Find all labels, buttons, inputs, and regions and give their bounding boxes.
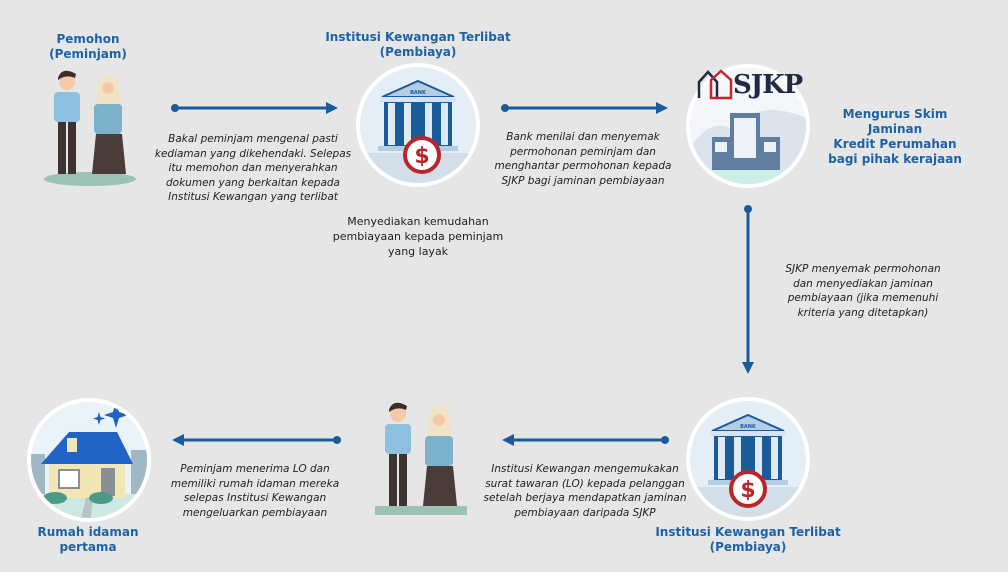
bank-bottom-title: Institusi Kewangan Terlibat (Pembiaya) xyxy=(648,525,848,555)
text-line: Kredit Perumahan xyxy=(833,137,957,151)
text-line: Bank menilai dan menyemak xyxy=(506,131,660,143)
text-line: Menyediakan kemudahan xyxy=(347,215,489,228)
arrow-step-2 xyxy=(500,100,670,116)
text-line: surat tawaran (LO) kepada pelanggan xyxy=(485,477,685,490)
text-line: setelah berjaya mendapatkan jaminan xyxy=(483,492,687,504)
title-line: Rumah idaman xyxy=(37,525,139,539)
arrow-step-4 xyxy=(500,432,670,448)
text-line: mengeluarkan pembiayaan xyxy=(182,506,328,519)
text-line: permohonan peminjam dan xyxy=(510,145,656,158)
house-illustration xyxy=(27,398,151,522)
step-5-description: Peminjam menerima LO dan memiliki rumah … xyxy=(155,462,355,520)
title-line: pertama xyxy=(59,540,117,554)
couple-illustration xyxy=(373,398,469,518)
title-line: (Pembiaya) xyxy=(709,540,787,554)
sjkp-note: Mengurus Skim Jaminan Kredit Perumahan b… xyxy=(815,107,975,167)
step-4-description: Institusi Kewangan mengemukakan surat ta… xyxy=(475,462,695,520)
sjkp-building-illustration xyxy=(686,64,810,188)
text-line: kediaman yang dikehendaki. Selepas xyxy=(154,147,352,160)
text-line: bagi pihak kerajaan xyxy=(828,152,962,166)
step-3-description: SJKP menyemak permohonan dan menyediakan… xyxy=(768,262,958,320)
text-line: memiliki rumah idaman mereka xyxy=(170,477,340,490)
couple-illustration xyxy=(42,66,138,186)
title-line: Institusi Kewangan Terlibat xyxy=(325,30,511,44)
house-title: Rumah idaman pertama xyxy=(18,525,158,555)
sjkp-logo: SJKP xyxy=(697,66,805,102)
bank-sign: BANK xyxy=(410,90,427,96)
text-line: pembiayaan kepada peminjam xyxy=(332,230,504,243)
text-line: itu memohon dan menyerahkan xyxy=(168,162,338,174)
text-line: dokumen yang berkaitan kepada xyxy=(166,176,340,189)
text-line: Institusi Kewangan mengemukakan xyxy=(491,463,679,475)
text-line: dan menyediakan jaminan xyxy=(793,277,933,290)
step-2-description: Bank menilai dan menyemak permohonan pem… xyxy=(483,130,683,188)
text-line: Institusi Kewangan yang terlibat xyxy=(168,191,338,203)
step-1-description: Bakal peminjam mengenal pasti kediaman y… xyxy=(148,132,358,205)
svg-text:$: $ xyxy=(740,478,755,503)
title-line: Institusi Kewangan Terlibat xyxy=(655,525,841,539)
text-line: SJKP menyemak permohonan xyxy=(785,263,941,275)
bank-illustration: BANK $ xyxy=(686,397,810,521)
title-line: Pemohon xyxy=(56,32,120,46)
arrow-step-3 xyxy=(740,204,756,376)
bank-illustration: BANK $ xyxy=(356,63,480,187)
bank-top-title: Institusi Kewangan Terlibat (Pembiaya) xyxy=(318,30,518,60)
text-line: menghantar permohonan kepada xyxy=(494,160,672,172)
text-line: Bakal peminjam mengenal pasti xyxy=(168,133,338,145)
arrow-step-5 xyxy=(170,432,342,448)
bank-top-note: Menyediakan kemudahan pembiayaan kepada … xyxy=(318,214,518,259)
text-line: kriteria yang ditetapkan) xyxy=(797,306,929,319)
title-line: (Peminjam) xyxy=(49,47,127,61)
text-line: selepas Institusi Kewangan xyxy=(183,492,327,504)
arrow-step-1 xyxy=(170,100,340,116)
text-line: pembiayaan daripada SJKP xyxy=(514,506,656,519)
text-line: SJKP bagi jaminan pembiayaan xyxy=(501,174,665,187)
text-line: yang layak xyxy=(387,245,449,258)
bank-sign: BANK xyxy=(740,424,757,430)
text-line: pembiayaan (jika memenuhi xyxy=(787,292,939,304)
svg-text:$: $ xyxy=(414,144,429,169)
text-line: Peminjam menerima LO dan xyxy=(180,463,330,475)
applicant-title: Pemohon (Peminjam) xyxy=(18,32,158,62)
title-line: (Pembiaya) xyxy=(379,45,457,59)
sjkp-logo-text: SJKP xyxy=(733,70,803,100)
text-line: Mengurus Skim Jaminan xyxy=(842,107,948,136)
